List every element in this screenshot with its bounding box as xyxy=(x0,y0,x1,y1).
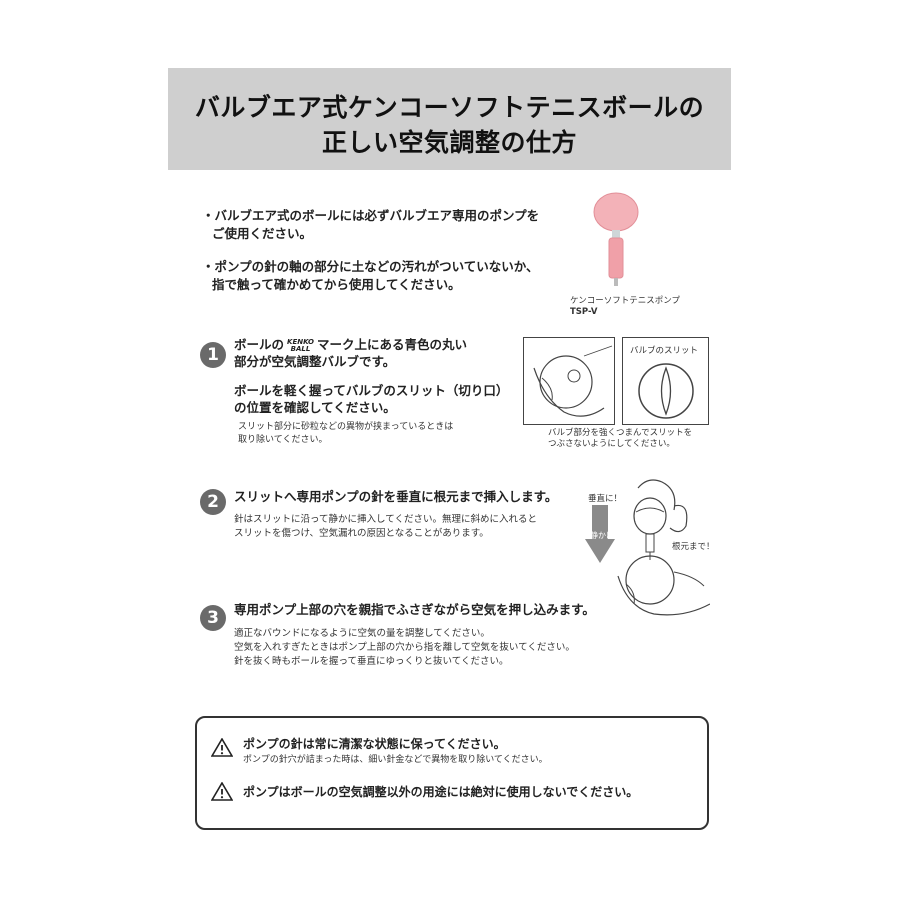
pump-insertion-drawing xyxy=(617,479,710,616)
step-1-illus-caption-line-2: つぶさないようにしてください。 xyxy=(548,439,675,449)
pump-illustration xyxy=(593,192,639,286)
label-gently: 静かに！ xyxy=(590,531,622,540)
step-1-illus-caption-line-1: バルブ部分を強くつまんでスリットを xyxy=(548,428,693,438)
down-arrow-icon xyxy=(585,505,615,563)
step-3-number: 3 xyxy=(200,605,226,631)
label-vertical: 垂直に！ xyxy=(588,494,623,504)
valve-slit-drawing xyxy=(638,363,694,419)
step-1-heading-line-2: 部分が空気調整バルブです。 xyxy=(234,354,396,369)
intro-bullet-1-line-2: ご使用ください。 xyxy=(212,226,313,241)
step-1-heading-post: マーク上にある青色の丸い xyxy=(317,337,468,352)
step-2-heading: スリットへ専用ポンプの針を垂直に根元まで挿入します。 xyxy=(234,489,558,504)
step-2-number: 2 xyxy=(200,489,226,515)
intro-bullet-2-line-2: 指で触って確かめてから使用してください。 xyxy=(212,277,461,292)
pump-caption: ケンコーソフトテニスポンプ TSP-V xyxy=(570,296,680,318)
pump-caption-line-1: ケンコーソフトテニスポンプ xyxy=(570,296,680,306)
pump-caption-line-2: TSP-V xyxy=(570,307,598,317)
warning-1-heading: ポンプの針は常に清潔な状態に保ってください。 xyxy=(243,737,506,751)
hand-holding-ball-drawing xyxy=(533,345,613,417)
step-3-heading: 専用ポンプ上部の穴を親指でふさぎながら空気を押し込みます。 xyxy=(234,602,595,617)
intro-bullet-2-line-1: ・ポンプの針の軸の部分に土などの汚れがついていないか、 xyxy=(202,259,539,274)
step-3-body-line-2: 空気を入れすぎたときはポンプ上部の穴から指を離して空気を抜いてください。 xyxy=(234,642,575,653)
step-3-body-line-1: 適正なバウンドになるように空気の量を調整してください。 xyxy=(234,628,490,639)
step-2-body-line-2: スリットを傷つけ、空気漏れの原因となることがあります。 xyxy=(234,528,489,539)
step-1-note-line-2: 取り除いてください。 xyxy=(238,435,328,445)
intro-bullet-2: ・ポンプの針の軸の部分に土などの汚れがついていないか、 指で触って確かめてから使… xyxy=(202,258,539,294)
intro-bullet-1-line-1: ・バルブエア式のボールには必ずバルブエア専用のポンプを xyxy=(202,208,540,223)
step-1-note-line-1: スリット部分に砂粒などの異物が挟まっているときは xyxy=(238,422,454,432)
step-1-number: 1 xyxy=(200,342,226,368)
label-root: 根元まで！ xyxy=(672,542,715,552)
warning-2-heading: ポンプはボールの空気調整以外の用途には絶対に使用しないでください。 xyxy=(243,785,639,799)
warning-icon xyxy=(211,782,233,801)
step-1-note: スリット部分に砂粒などの異物が挟まっているときは 取り除いてください。 xyxy=(238,421,453,447)
warning-1-sub: ポンプの針穴が詰まった時は、細い針金などで異物を取り除いてください。 xyxy=(243,755,548,765)
kenko-logo-line-1: KENKO xyxy=(287,337,315,346)
step-3-body-line-3: 針を抜く時もボールを握って垂直にゆっくりと抜いてください。 xyxy=(234,656,509,667)
step-1-heading-pre: ボールの xyxy=(234,337,285,352)
step-2-body-line-1: 針はスリットに沿って静かに挿入してください。無理に斜めに入れると xyxy=(234,514,537,525)
intro-bullet-1: ・バルブエア式のボールには必ずバルブエア専用のポンプを ご使用ください。 xyxy=(202,207,539,243)
kenko-logo-line-2: BALL xyxy=(290,344,311,353)
warning-box: ポンプの針は常に清潔な状態に保ってください。 ポンプの針穴が詰まった時は、細い針… xyxy=(195,716,709,830)
title-banner: バルブエア式ケンコーソフトテニスボールの 正しい空気調整の仕方 xyxy=(168,68,731,170)
step-1-sub-line-1: ボールを軽く握ってバルブのスリット（切り口） xyxy=(234,383,509,398)
step-1-subheading: ボールを軽く握ってバルブのスリット（切り口） の位置を確認してください。 xyxy=(234,382,508,416)
step-2-body: 針はスリットに沿って静かに挿入してください。無理に斜めに入れると スリットを傷つ… xyxy=(234,513,537,541)
title-line-1: バルブエア式ケンコーソフトテニスボールの xyxy=(194,93,705,122)
title-line-2: 正しい空気調整の仕方 xyxy=(321,128,577,157)
step-3-body: 適正なバウンドになるように空気の量を調整してください。 空気を入れすぎたときはポ… xyxy=(234,627,575,669)
warning-icon xyxy=(211,738,233,757)
step-1-sub-line-2: の位置を確認してください。 xyxy=(234,400,396,415)
valve-slit-illustration: バルブのスリット xyxy=(622,337,709,425)
step-1-illus-caption: バルブ部分を強くつまんでスリットを つぶさないようにしてください。 xyxy=(548,428,692,450)
valve-slit-label: バルブのスリット xyxy=(630,346,699,356)
hand-ball-illustration xyxy=(523,337,615,425)
